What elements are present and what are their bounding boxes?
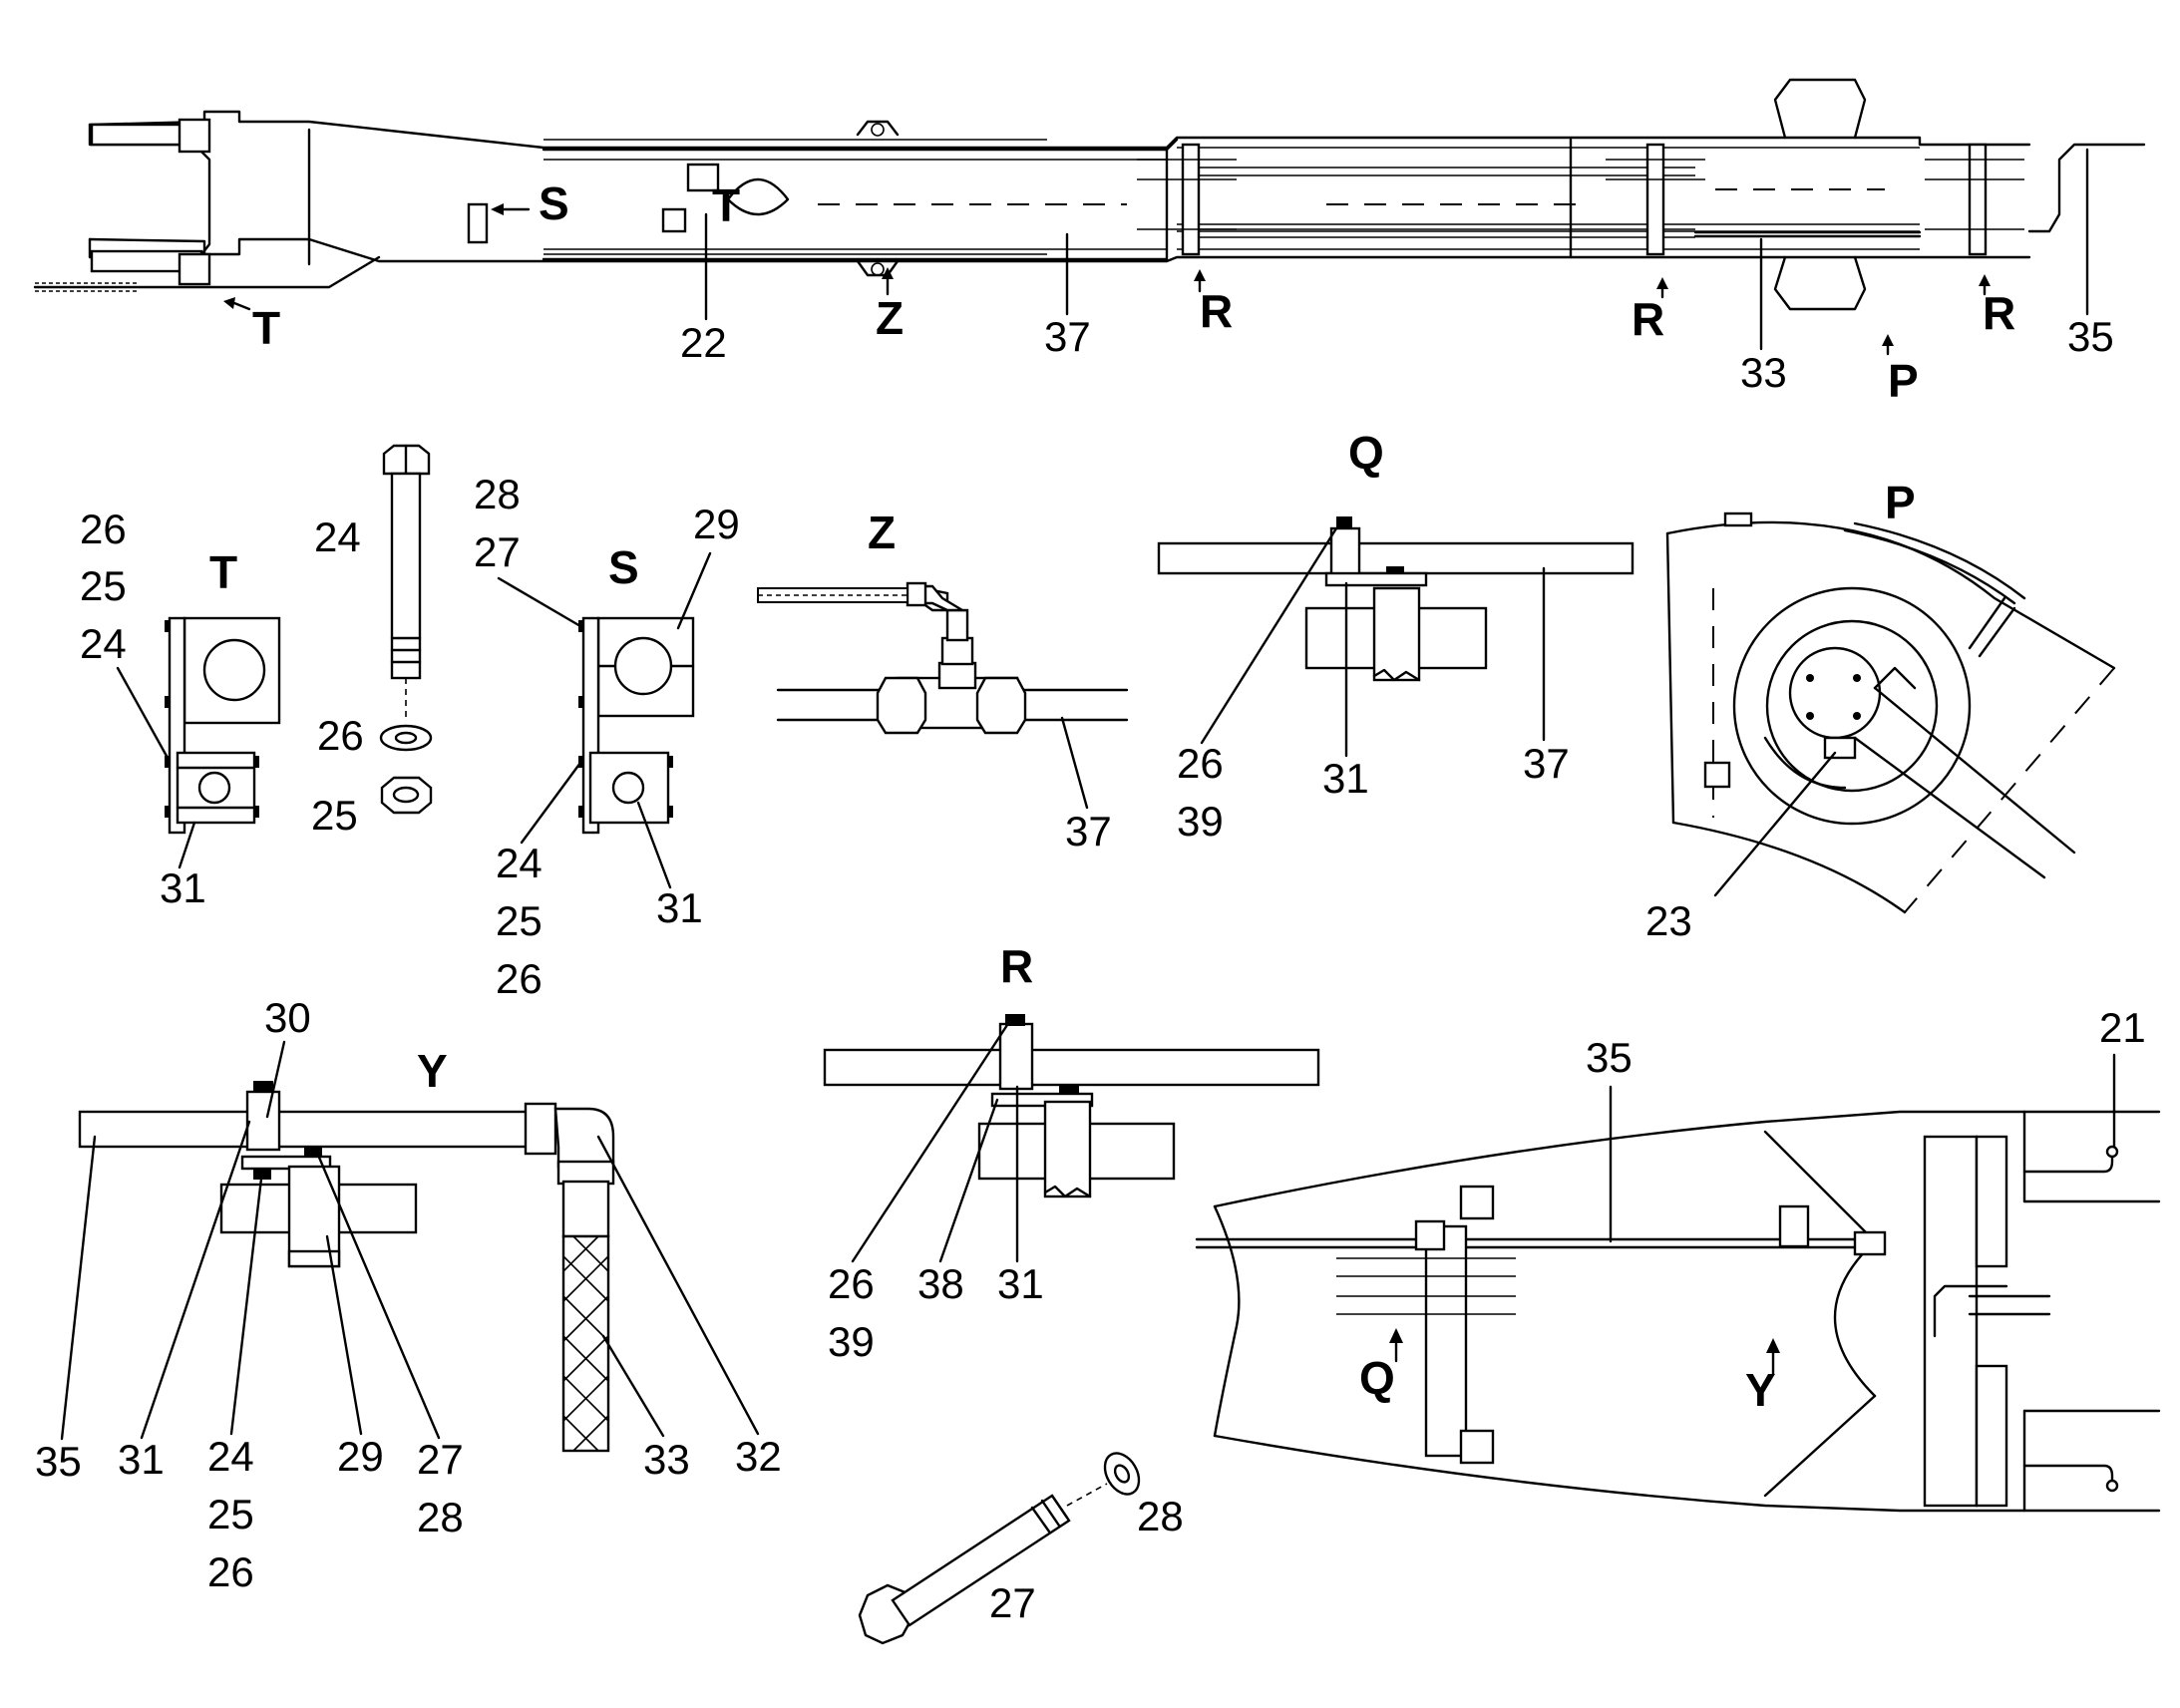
marker-R-2: R [1632,293,1664,345]
end-callout-35: 35 [1586,1034,1633,1081]
view-Y-callout-25: 25 [207,1491,254,1537]
callout-35: 35 [2067,313,2114,360]
marker-P: P [1888,355,1919,407]
view-Y-callout-32: 32 [735,1433,782,1480]
view-T [165,616,281,835]
marker-S: S [539,177,569,229]
view-R-callout-38: 38 [917,1260,964,1307]
view-Y-title: Y [417,1045,448,1097]
view-S-callout-25: 25 [496,897,543,944]
bolt-27-assembly [858,1452,1141,1645]
view-Q [1157,516,1635,682]
view-T-callout-26: 26 [80,506,127,552]
view-Q-callout-31: 31 [1322,755,1369,802]
view-T-callout-25: 25 [80,562,127,609]
end-detail [1195,1110,2161,1513]
view-Y-callout-24: 24 [207,1433,254,1480]
bolt-24-assembly [379,444,433,815]
view-P-title: P [1885,477,1916,528]
view-T-callout-24: 24 [80,620,127,667]
clamp-group-r3 [1925,143,2024,256]
view-T-callout-31: 31 [160,864,206,911]
view-Z-title: Z [868,507,896,558]
view-Q-title: Q [1348,427,1384,479]
callout-33: 33 [1740,349,1787,396]
view-R-callout-31: 31 [997,1260,1044,1307]
marker-T-inner: T [712,179,740,231]
view-Y-callout-30: 30 [264,994,311,1041]
view-Z [757,581,1129,735]
view-Q-callout-37: 37 [1523,740,1570,787]
view-Y-callout-35: 35 [35,1438,82,1485]
view-Z-callout-37: 37 [1065,808,1112,854]
view-Y-callout-29: 29 [337,1433,384,1480]
view-S-callout-24: 24 [496,840,543,886]
view-S-title: S [608,541,639,593]
end-callout-21: 21 [2099,1004,2146,1051]
bolt-27-callout-28: 28 [1137,1493,1184,1539]
marker-R-1: R [1200,285,1233,337]
callout-22: 22 [680,319,727,366]
view-S-callout-29: 29 [693,501,740,547]
boom-overview [33,78,2146,311]
clamp-group-r2 [1606,143,1705,256]
view-S-callout-31: 31 [656,884,703,931]
marker-Y: Y [1745,1364,1776,1416]
view-R-callout-39: 39 [828,1318,875,1365]
view-S-callout-28: 28 [474,471,521,517]
view-P-callout-23: 23 [1645,897,1692,944]
view-R [823,1014,1320,1198]
view-Y-callout-33: 33 [643,1436,690,1483]
view-R-callout-26: 26 [828,1260,875,1307]
marker-R-3: R [1983,287,2015,339]
view-Y-callout-28: 28 [417,1494,464,1540]
view-Y-callout-31: 31 [118,1436,165,1483]
view-S-callout-26: 26 [496,955,543,1002]
bolt-callout-24: 24 [314,513,361,560]
view-T-title: T [209,546,237,598]
bolt-callout-25: 25 [311,792,358,839]
view-Q-callout-39: 39 [1177,798,1224,845]
marker-T-left: T [252,302,280,354]
view-S-callout-27: 27 [474,528,521,575]
view-Y [78,1081,615,1453]
view-Y-callout-27: 27 [417,1436,464,1483]
view-Y-callout-26: 26 [207,1548,254,1595]
view-R-title: R [1000,940,1033,992]
view-P [1665,512,2116,914]
bolt-27-callout-27: 27 [989,1579,1036,1626]
clamp-group-r1 [1137,143,1237,256]
view-S [578,616,695,835]
marker-Z: Z [876,292,904,344]
bolt-callout-26: 26 [317,712,364,759]
view-Q-callout-26: 26 [1177,740,1224,787]
marker-Q: Q [1359,1352,1395,1404]
callout-37: 37 [1044,313,1091,360]
